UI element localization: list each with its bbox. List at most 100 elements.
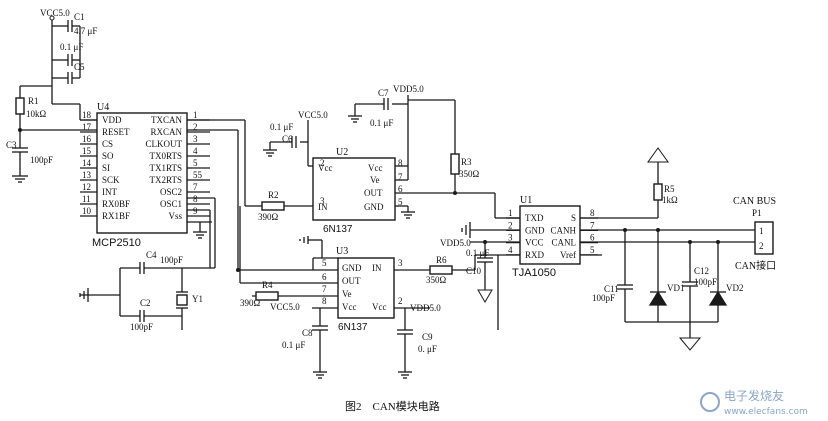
c9-val: 0. μF [418, 344, 437, 354]
vcc-supply-left: VCC5.0 C1 4.7 μF 0.1 μF C5 R1 10kΩ C3 [6, 8, 97, 183]
vd1-ref: VD1 [667, 283, 685, 293]
u3-pin-num: 3 [398, 258, 403, 268]
u3-pin-num: 5 [322, 258, 327, 268]
pin-number: 1 [193, 110, 198, 120]
pin-number: 8 [590, 208, 595, 218]
u2-pin-name: Ve [370, 175, 380, 185]
u2-pin-num: 7 [398, 172, 403, 182]
u3-pin-name: Ve [342, 289, 352, 299]
pin-number: 8 [193, 194, 198, 204]
pin-name: GND [525, 225, 545, 235]
p1-can-connector: CAN BUS P1 1 2 CAN接口 [733, 196, 776, 272]
r4-ref: R4 [262, 280, 273, 290]
pin-name: TX1RTS [150, 163, 182, 173]
oscillator-circuit: C4 100pF C2 100pF Y1 [79, 197, 216, 332]
r3-val: 350Ω [459, 169, 480, 179]
pin-number: 12 [82, 182, 91, 192]
u4-body [96, 112, 188, 234]
u2-pin-name: GND [364, 202, 384, 212]
pin-number: 14 [82, 158, 92, 168]
net-vcc5-a: VCC5.0 [40, 8, 70, 18]
r6-ref: R6 [436, 255, 447, 265]
r6-val: 350Ω [426, 275, 447, 285]
pin-number: 3 [508, 233, 513, 243]
pin-name: Vref [560, 250, 576, 260]
pin-number: 9 [193, 206, 198, 216]
pin-name: CANH [550, 225, 576, 235]
u4-right-pins: 1TXCAN2RXCAN3CLKOUT4TX0RTS5TX1RTS55TX2RT… [146, 110, 210, 221]
pin-number: 4 [508, 245, 513, 255]
c10-ref: C10 [466, 266, 482, 276]
c10-val: 0.1 μF [466, 248, 489, 258]
c-mid-val: 0.1 μF [60, 42, 83, 52]
pin-name: CLKOUT [146, 139, 183, 149]
c8-ref: C8 [302, 328, 313, 338]
u3-pin-name: Vcc [372, 302, 387, 312]
pin-name: RESET [102, 127, 130, 137]
net-vcc5-b: VCC5.0 [298, 110, 328, 120]
u2-6n137: U2 6N137 Vcc IN Vcc Ve OUT GND 2 3 8 7 6… [258, 84, 510, 235]
u4-name: MCP2510 [92, 237, 141, 249]
u2-pin-name: Vcc [368, 163, 383, 173]
pin-name: OSC2 [160, 187, 182, 197]
pin-name: OSC1 [160, 199, 182, 209]
u2-pin-num: 5 [398, 197, 403, 207]
pin-name: CANL [552, 238, 577, 248]
pin-name: SI [102, 163, 110, 173]
r5-ref: R5 [664, 184, 675, 194]
u2-pin-name: IN [318, 202, 328, 212]
pin-name: RX1BF [102, 211, 130, 221]
pin-name: TX2RTS [150, 175, 182, 185]
pin-number: 7 [193, 182, 198, 192]
c4-val: 100pF [160, 255, 183, 265]
pin-number: 5 [193, 158, 198, 168]
r5-val: 1kΩ [662, 195, 678, 205]
pin-number: 1 [508, 208, 513, 218]
y1-ref: Y1 [192, 294, 203, 304]
mcu-can-routing [187, 119, 313, 272]
u3-ref: U3 [336, 246, 348, 257]
pin-number: 3 [193, 134, 198, 144]
c1-ref: C1 [74, 12, 85, 22]
u2-pin-name: Vcc [318, 163, 333, 173]
u3-pin-name: GND [342, 263, 362, 273]
r2-val: 390Ω [258, 212, 279, 222]
pin-number: 11 [82, 194, 91, 204]
vd2-ref: VD2 [726, 283, 744, 293]
p1-pin-1: 1 [759, 226, 764, 236]
pin-name: SCK [102, 175, 120, 185]
u4-ref: U4 [97, 102, 109, 113]
u3-pin-num: 6 [322, 272, 327, 282]
u3-name: 6N137 [338, 322, 368, 333]
u1-ref: U1 [520, 195, 532, 206]
u1-body [519, 205, 581, 265]
pin-number: 5 [590, 245, 595, 255]
figure-caption: 图2 CAN模块电路 [345, 400, 440, 413]
p1-title: CAN BUS [733, 196, 776, 207]
c12-ref: C12 [694, 266, 709, 276]
u3-pin-name: Vcc [342, 302, 357, 312]
pin-number: 18 [82, 110, 92, 120]
pin-name: TXD [525, 213, 544, 223]
c3-val: 100pF [30, 155, 53, 165]
c12-val: 100pF [694, 277, 717, 287]
pin-name: TXCAN [151, 115, 182, 125]
u2-pin-num: 3 [320, 196, 325, 206]
r4-val: 390Ω [240, 298, 261, 308]
u2-name: 6N137 [323, 224, 353, 235]
pin-name: RX0BF [102, 199, 130, 209]
u3-body [337, 257, 395, 319]
u1-name: TJA1050 [512, 267, 556, 279]
c2-ref: C2 [140, 298, 151, 308]
c8-val: 0.1 μF [282, 340, 305, 350]
net-vdd5-b: VDD5.0 [410, 303, 441, 313]
pin-number: 17 [82, 122, 92, 132]
p1-ref: P1 [752, 208, 762, 218]
c2-val: 100pF [130, 322, 153, 332]
pin-number: 55 [193, 170, 203, 180]
pin-name: SO [102, 151, 114, 161]
